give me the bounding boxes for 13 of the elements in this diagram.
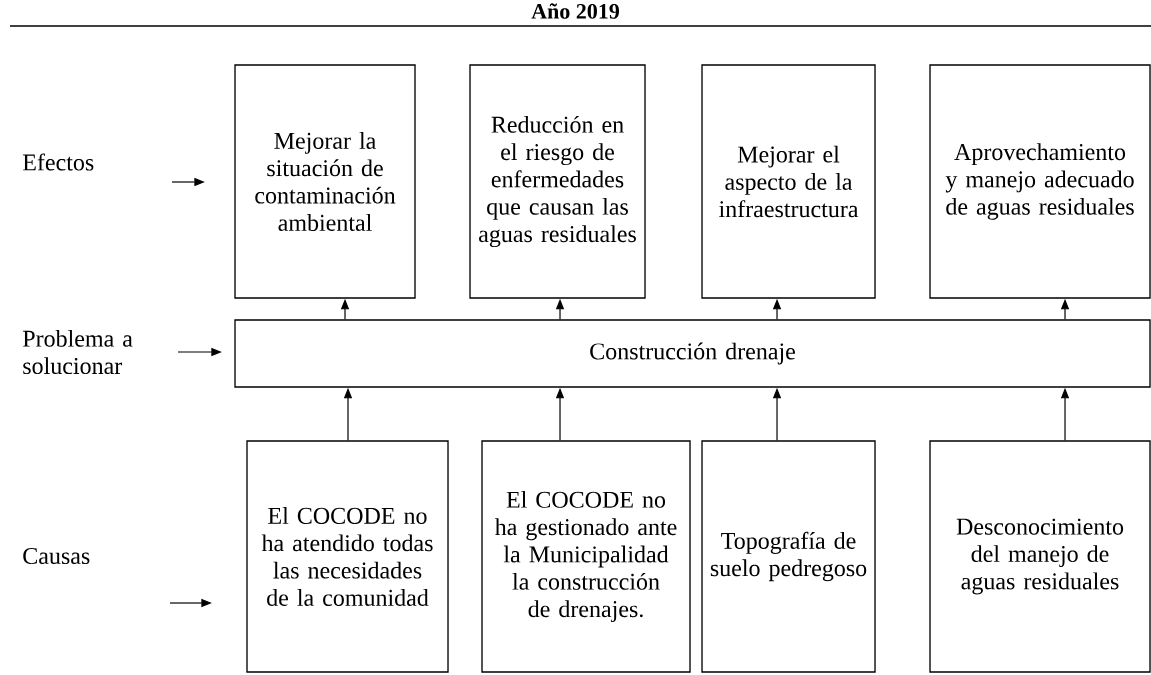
problem-box: Construcción drenaje xyxy=(234,319,1151,388)
row-label: Causas xyxy=(23,547,90,565)
cause-box: Topografía de suelo pedregoso xyxy=(701,440,876,673)
cause-box: Desconocimiento del manejo de aguas residuales xyxy=(929,440,1151,673)
row-label: Efectos xyxy=(22,153,94,171)
cause-box: El COCODE no ha gestionado ante la Municipalidad la construcción de drenajes. xyxy=(481,440,691,673)
title: Año 2019 xyxy=(531,3,619,19)
effect-box: Mejorar el aspecto de la infraestructura xyxy=(701,64,876,299)
row-label: Problema a solucionar xyxy=(22,329,133,375)
cause-box: El COCODE no ha atendido todas las necesidades de la comunidad xyxy=(246,440,449,673)
effect-box: Mejorar la situación de contaminación ambiental xyxy=(234,64,416,299)
effect-box: Reducción en el riesgo de enfermedades que causan las aguas residuales xyxy=(469,64,646,299)
effect-box: Aprovechamiento y manejo adecuado de aguas residuales xyxy=(929,64,1151,299)
